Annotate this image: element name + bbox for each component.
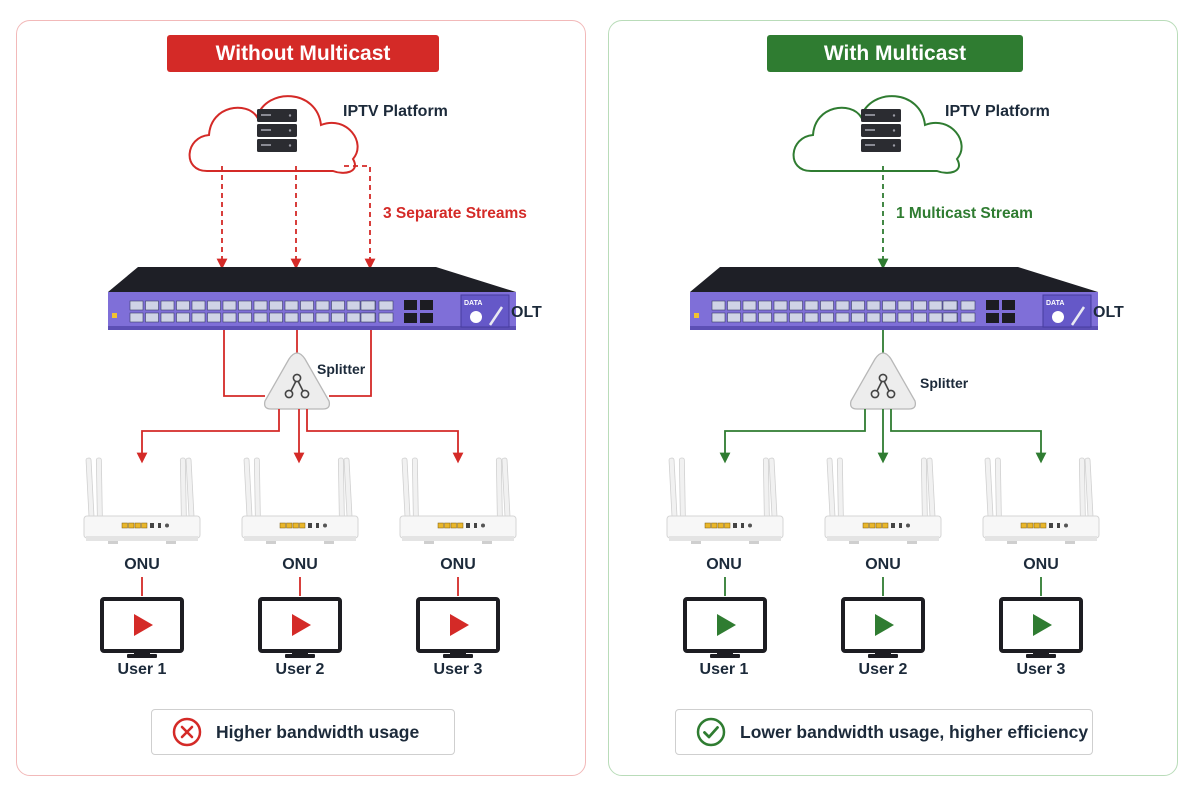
splitter-label: Splitter [920, 375, 969, 391]
router-icon [83, 457, 201, 544]
platform-label: IPTV Platform [945, 103, 1050, 120]
user-label: User 2 [858, 661, 908, 678]
olt-icon: DATA [108, 267, 516, 330]
result-text: Higher bandwidth usage [216, 721, 420, 742]
olt-brand: DATA [464, 300, 482, 307]
user-label: User 1 [699, 661, 749, 678]
server-icon [257, 109, 297, 152]
user-label: User 3 [433, 661, 483, 678]
monitor-play-icon [683, 597, 767, 658]
router-icon [399, 457, 517, 544]
distribution-arrow [306, 409, 464, 464]
connector-line [223, 330, 265, 397]
panel-title: Without Multicast [167, 35, 439, 72]
user-label: User 2 [275, 661, 325, 678]
x-circle-icon [172, 717, 202, 747]
monitor-play-icon [258, 597, 342, 658]
monitor-play-icon [841, 597, 925, 658]
result-box: Lower bandwidth usage, higher efficiency [675, 709, 1093, 755]
olt-brand: DATA [1046, 300, 1064, 307]
onu-label: ONU [440, 556, 476, 573]
onu-label: ONU [865, 556, 901, 573]
monitor-play-icon [100, 597, 184, 658]
monitor-play-icon [416, 597, 500, 658]
onu-label: ONU [282, 556, 318, 573]
distribution-arrow [890, 409, 1047, 464]
splitter-label: Splitter [317, 361, 366, 377]
check-circle-icon [696, 717, 726, 747]
result-box: Higher bandwidth usage [151, 709, 455, 755]
onu-label: ONU [124, 556, 160, 573]
olt-label: OLT [1093, 304, 1124, 321]
stream-arrow [344, 165, 376, 270]
result-text: Lower bandwidth usage, higher efficiency [740, 721, 1089, 742]
with-multicast-panel: With Multicast DATA IPTV Platform 1 Mult… [608, 20, 1178, 776]
splitter-icon [849, 352, 917, 410]
router-icon [982, 457, 1100, 544]
onu-label: ONU [1023, 556, 1059, 573]
distribution-arrow [719, 409, 866, 464]
monitor-play-icon [999, 597, 1083, 658]
router-icon [241, 457, 359, 544]
platform-label: IPTV Platform [343, 103, 448, 120]
panel-title: With Multicast [767, 35, 1023, 72]
router-icon [824, 457, 942, 544]
without-multicast-panel: Without Multicast DATA IPTV Platform 3 S… [16, 20, 586, 776]
splitter-icon [263, 352, 331, 410]
onu-label: ONU [706, 556, 742, 573]
distribution-arrow [136, 409, 280, 464]
router-icon [666, 457, 784, 544]
stream-label: 3 Separate Streams [383, 205, 527, 222]
network-diagram: DATA [83, 95, 517, 658]
olt-label: OLT [511, 304, 542, 321]
olt-icon: DATA [690, 267, 1098, 330]
user-label: User 3 [1016, 661, 1066, 678]
network-diagram: DATA [666, 95, 1100, 658]
server-icon [861, 109, 901, 152]
user-label: User 1 [117, 661, 167, 678]
connector-line [329, 330, 372, 397]
stream-label: 1 Multicast Stream [896, 205, 1033, 222]
